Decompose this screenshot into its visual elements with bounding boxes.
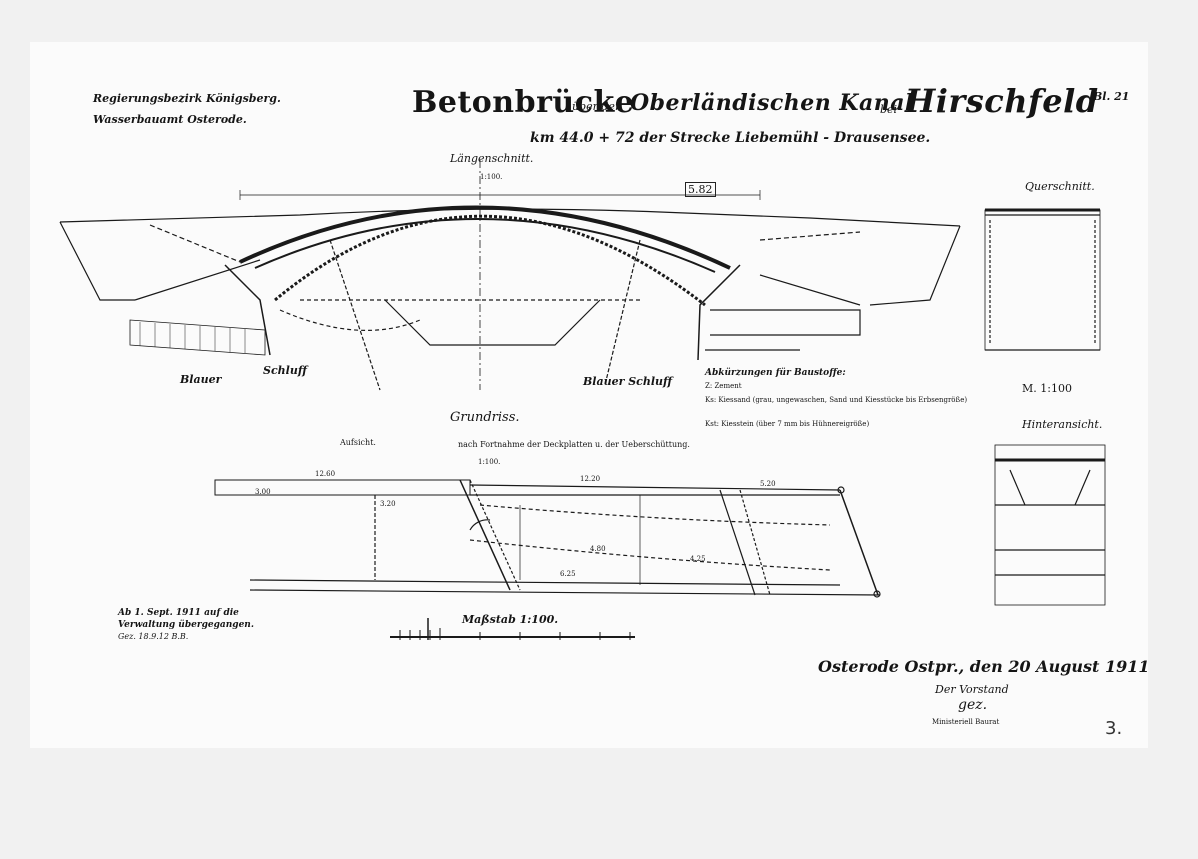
plan-scale: 1:100.: [478, 458, 501, 466]
plan-center-note: nach Fortnahme der Deckplatten u. der Ue…: [458, 440, 690, 449]
soil-left-label-2: Schluff: [263, 364, 307, 377]
plan-dim-5: 6.25: [560, 570, 576, 578]
legend-line-3: Kst: Kiesstein (über 7 mm bis Hühnereigr…: [705, 420, 870, 428]
margin-note-line3: Gez. 18.9.12 B.B.: [118, 632, 189, 641]
soil-right-label: Blauer Schluff: [583, 375, 673, 388]
longitudinal-section-label: Längenschnitt.: [450, 152, 534, 165]
plan-dim-7: 3.00: [255, 488, 271, 496]
rear-view-frame: [994, 444, 1106, 606]
plan-upper-wall: [214, 479, 471, 496]
signature-role: Der Vorstand: [935, 683, 1009, 696]
margin-note-line1: Ab 1. Sept. 1911 auf die: [118, 608, 239, 618]
height-mark: 5.82: [685, 182, 716, 197]
title-part3: Hirschfeld: [905, 82, 1099, 120]
legend-title: Abkürzungen für Baustoffe:: [705, 368, 846, 378]
legend-line-1: Z: Zement: [705, 382, 742, 390]
title-part1: Betonbrücke: [412, 85, 635, 120]
subtitle: km 44.0 + 72 der Strecke Liebemühl - Dra…: [530, 130, 931, 146]
plan-dim-1: 12.60: [315, 470, 336, 478]
signature-title: Ministeriell Baurat: [932, 718, 1000, 726]
scale-bar-label: Maßstab 1:100.: [462, 613, 559, 626]
longitudinal-scale: 1:100.: [480, 173, 503, 181]
plan-dim-3: 4.80: [590, 545, 606, 553]
office-label: Wasserbauamt Osterode.: [93, 113, 247, 126]
drawing-sheet: [30, 42, 1148, 748]
cross-section-scale: M. 1:100: [1022, 382, 1072, 395]
plan-dim-8: 4.25: [690, 555, 706, 563]
right-embankment: [869, 225, 961, 306]
plan-left-note: Aufsicht.: [340, 438, 376, 447]
signature-name: gez.: [958, 697, 988, 713]
left-abutment: [224, 264, 271, 356]
plan-dim-2: 12.20: [580, 475, 601, 483]
district-label: Regierungsbezirk Königsberg.: [93, 92, 281, 105]
plan-lower-wall: [249, 579, 841, 586]
arch-extrados: [239, 205, 731, 270]
legend-line-2: Ks: Kiessand (grau, ungewaschen, Sand un…: [705, 396, 968, 404]
title-part2: Oberländischen Kanal: [630, 90, 914, 116]
signature-place-date: Osterode Ostpr., den 20 August 1911: [818, 657, 1150, 676]
arch-vault: [274, 214, 706, 307]
title-connector: über den: [572, 100, 623, 113]
rear-view-label: Hinteransicht.: [1022, 418, 1103, 431]
margin-note-line2: Verwaltung übergegangen.: [118, 620, 254, 630]
soil-left-label-1: Blauer: [180, 373, 222, 386]
cross-section-frame: [984, 209, 1101, 351]
page-number: 3.: [1105, 718, 1123, 739]
title-connector2: bei: [880, 103, 898, 116]
plan-dim-6: 5.20: [760, 480, 776, 488]
right-abutment: [697, 264, 741, 361]
cross-section-label: Querschnitt.: [1025, 180, 1095, 193]
left-embankment: [59, 221, 135, 301]
canal-bed: [384, 299, 601, 346]
plan-dim-4: 3.20: [380, 500, 396, 508]
arch-intrados: [254, 218, 716, 273]
sheet-number: Bl. 21: [1093, 90, 1130, 103]
plan-label: Grundriss.: [450, 410, 520, 425]
